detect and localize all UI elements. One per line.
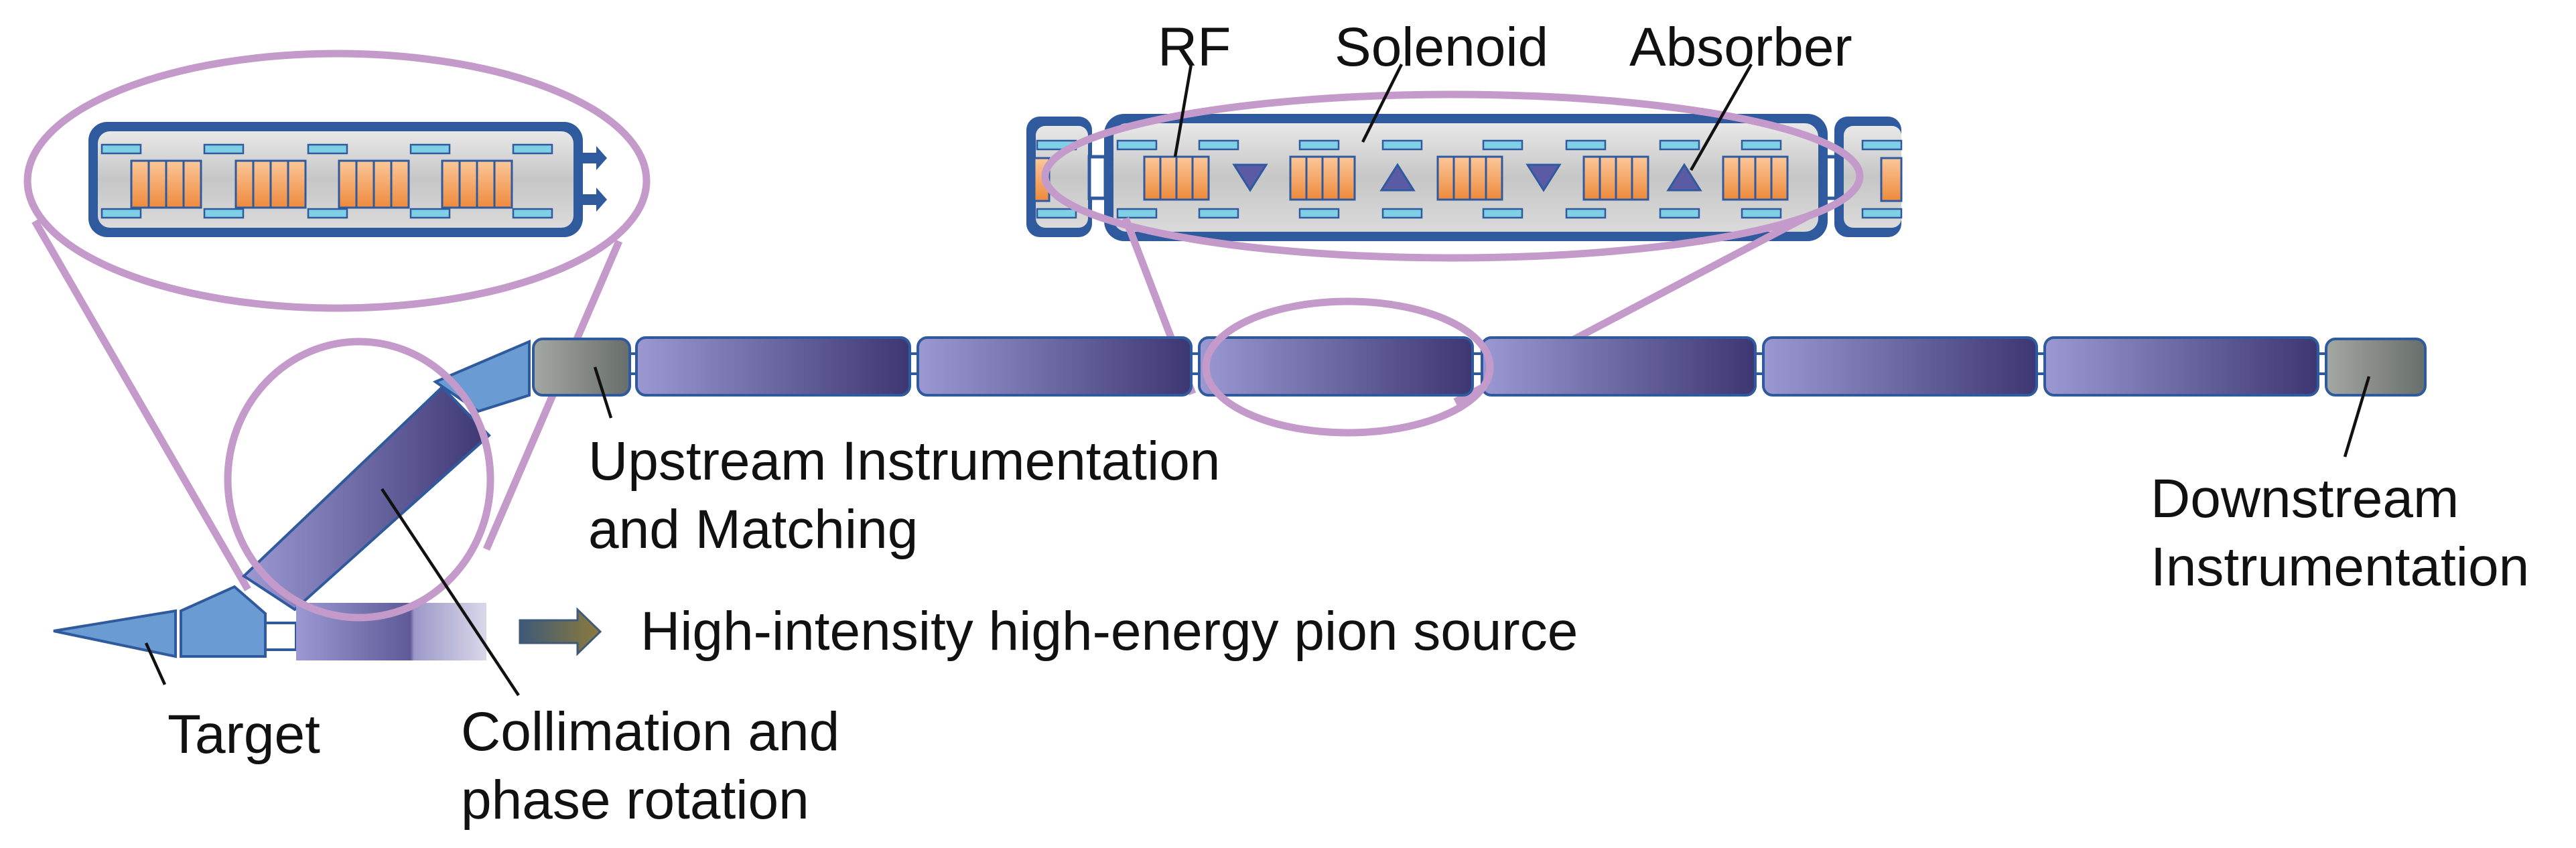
downstream-label-line2: Instrumentation: [2151, 537, 2529, 597]
downstream-instrumentation-module: [2325, 338, 2427, 397]
absorbers: [1232, 163, 1702, 192]
arrow-right-icon: [519, 607, 602, 656]
triangle-up-icon: [1379, 163, 1416, 192]
capture-horn: [180, 585, 267, 658]
cooling-cell-inset: [1026, 114, 1903, 241]
labels: RF Solenoid Absorber Upstream Instrument…: [167, 17, 2529, 831]
cooling-module-zoom-ring: [1202, 297, 1494, 437]
downstream-label-line1: Downstream: [2151, 468, 2459, 529]
cooling-module-3: [1198, 336, 1474, 397]
collimation-label-line2: phase rotation: [461, 770, 809, 831]
upstream-label-line1: Upstream Instrumentation: [588, 431, 1220, 492]
collimation-label-line1: Collimation and: [461, 701, 839, 762]
pion-source-label: High-intensity high-energy pion source: [640, 601, 1578, 662]
upstream-label-line2: and Matching: [588, 499, 918, 560]
channel-zoom-ring: [224, 338, 494, 622]
upstream-instrumentation-module: [532, 338, 631, 397]
solenoid-label: Solenoid: [1335, 17, 1548, 78]
beamline: [532, 336, 2427, 397]
frontend-coupler-arrows: [573, 146, 607, 212]
target-label: Target: [167, 704, 320, 765]
target: [53, 609, 177, 658]
cooling-module-6: [2043, 336, 2319, 397]
absorber-label: Absorber: [1629, 17, 1852, 78]
front-end: [53, 339, 602, 660]
frontend-zoom-magnifier: [23, 50, 651, 591]
cooling-module-4: [1481, 336, 1757, 397]
triangle-down-icon: [1232, 163, 1268, 192]
frontend-cell-inset: [88, 122, 607, 237]
cooling-module-1: [635, 336, 911, 397]
rf-label: RF: [1158, 17, 1231, 78]
triangle-down-icon: [1526, 163, 1562, 192]
leader-lines: [144, 63, 2371, 697]
cooling-module-2: [917, 336, 1193, 397]
triangle-up-icon: [1666, 163, 1702, 192]
cooling-module-5: [1762, 336, 2038, 397]
